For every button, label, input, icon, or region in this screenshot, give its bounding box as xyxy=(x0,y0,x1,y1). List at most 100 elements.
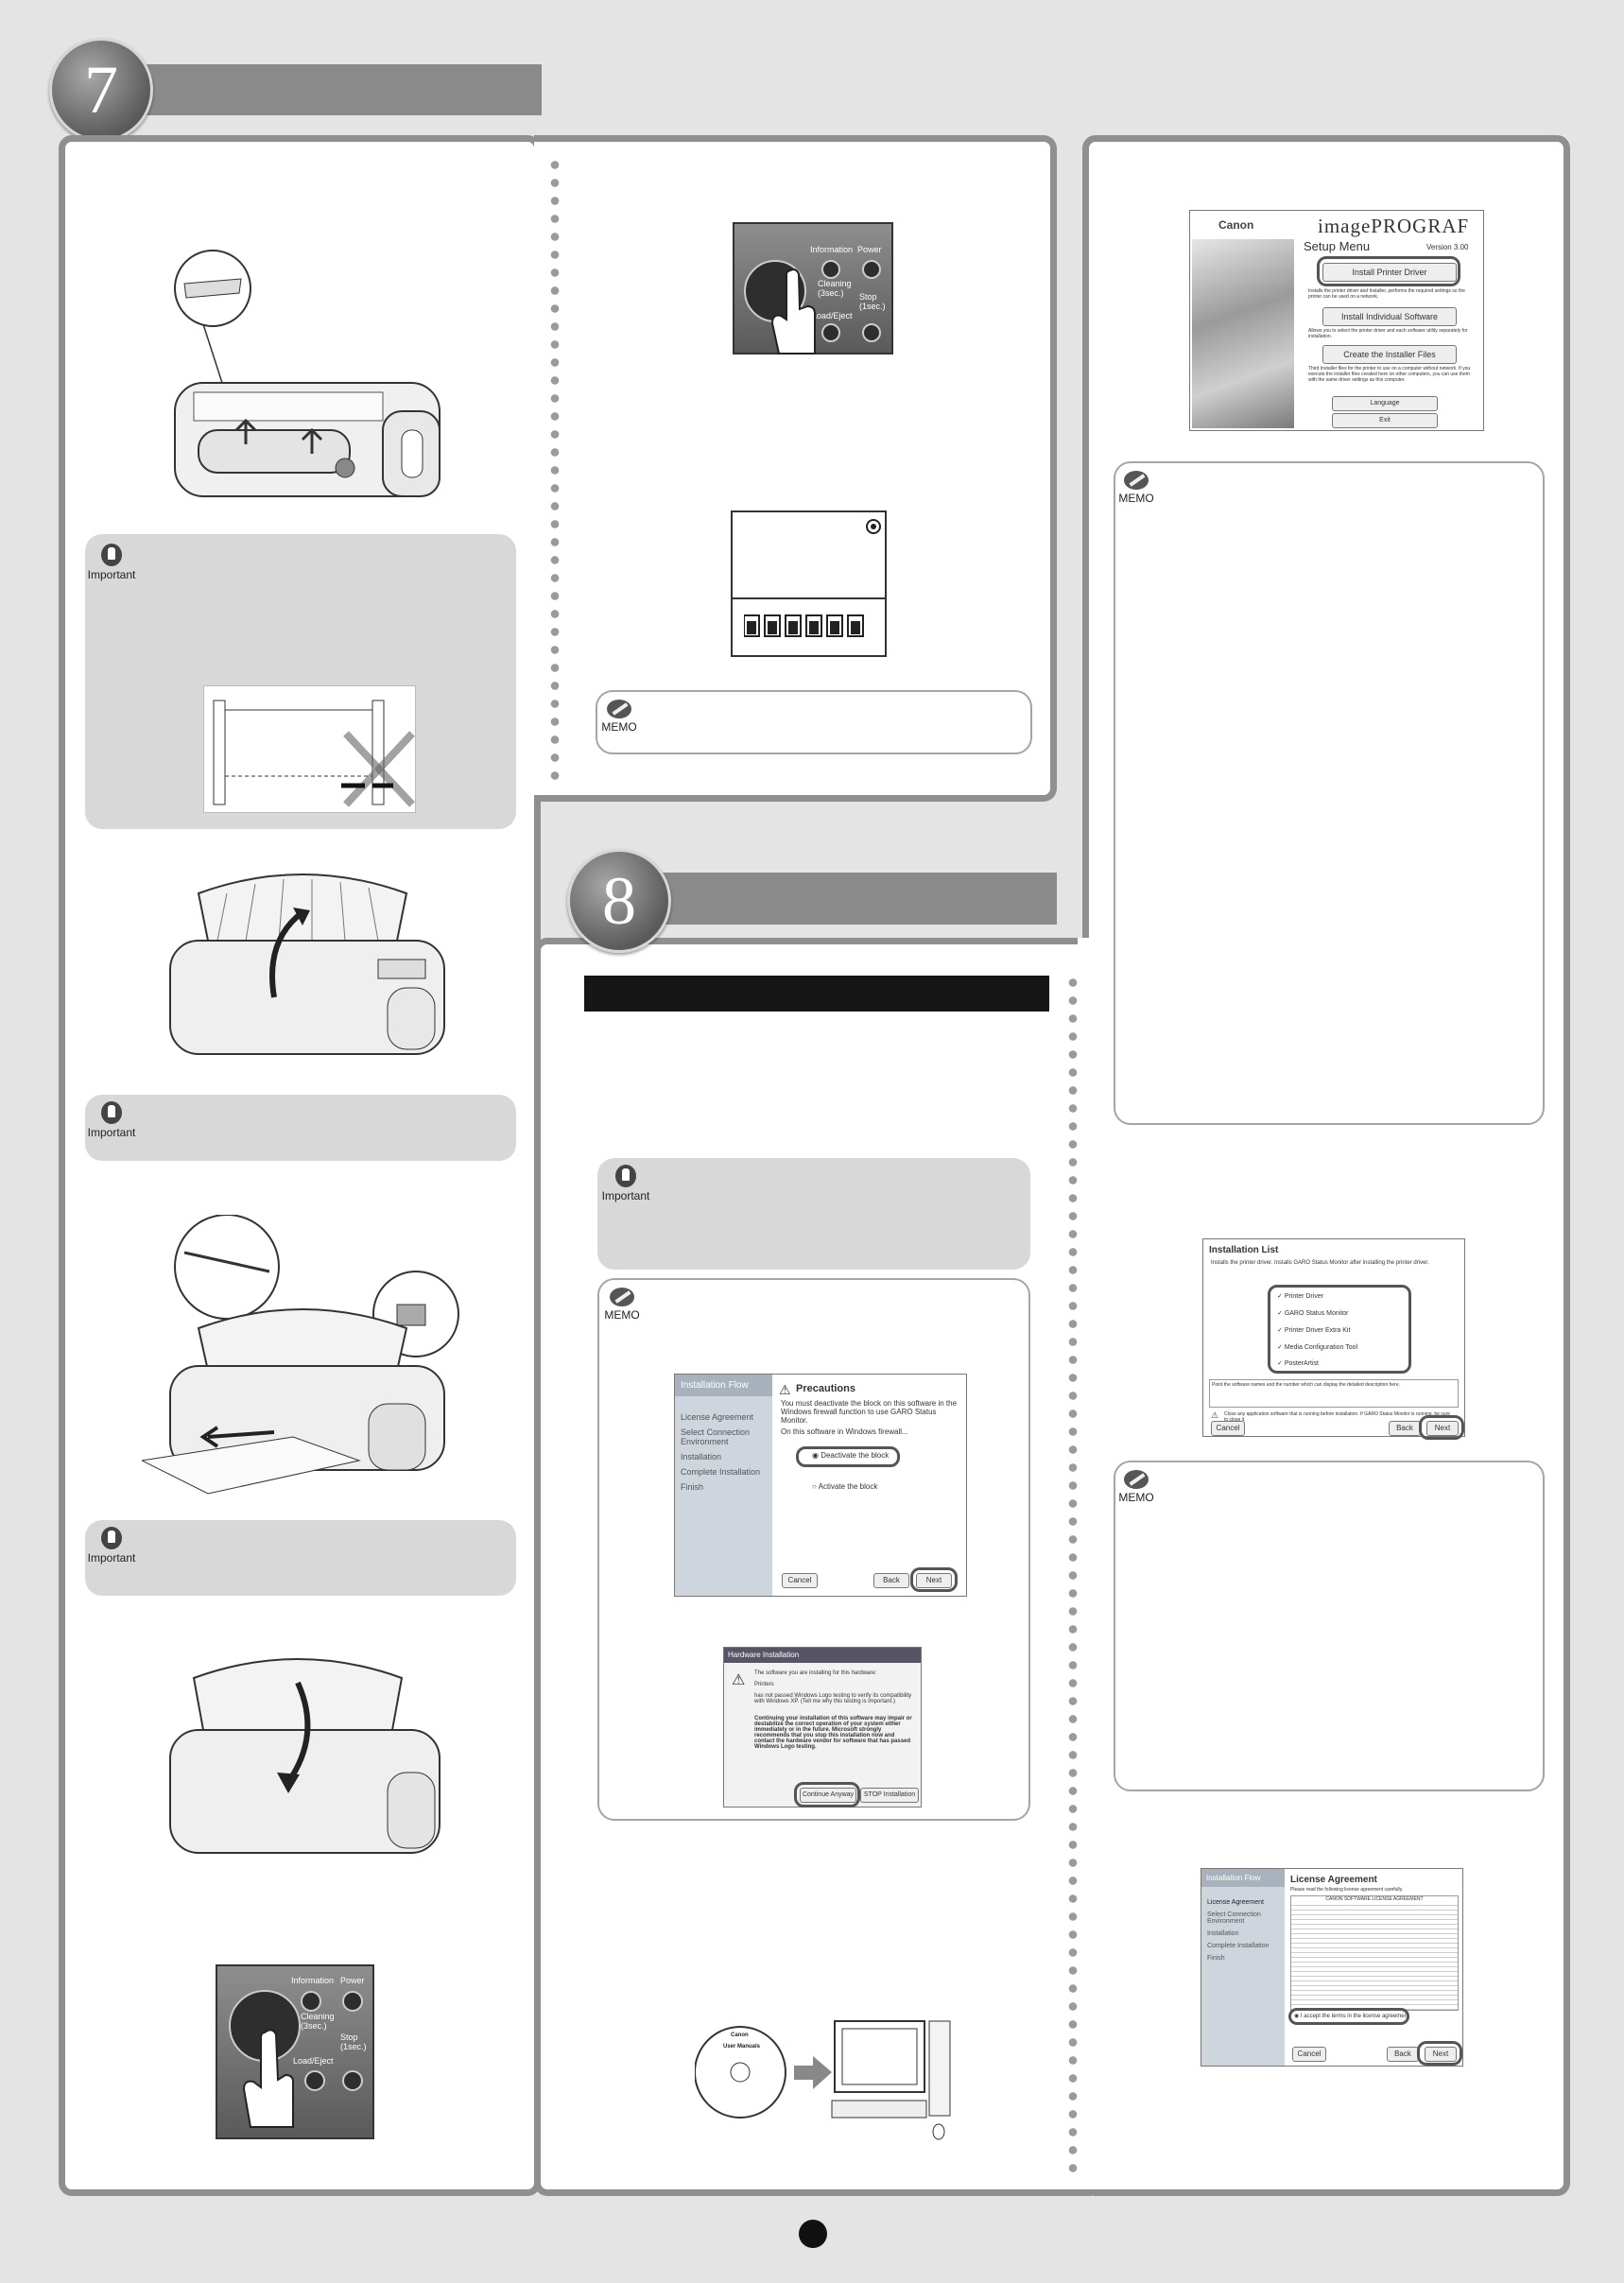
step-7-number: 7 xyxy=(49,38,153,142)
installation-item-2[interactable]: ✓ GARO Status Monitor xyxy=(1277,1310,1349,1317)
important-icon xyxy=(101,1527,122,1549)
hardware-warning: Continuing your installation of this sof… xyxy=(754,1716,912,1750)
license-agreement-screenshot: Installation Flow License Agreement Sele… xyxy=(1201,1868,1463,2067)
hand-pointer-icon xyxy=(242,2029,294,2128)
setup-menu-version: Version 3.00 xyxy=(1426,243,1469,251)
setup-menu-screenshot: Canon imagePROGRAF Setup Menu Version 3.… xyxy=(1189,210,1484,431)
next-button[interactable]: Next xyxy=(1426,1421,1459,1436)
cancel-button[interactable]: Cancel xyxy=(782,1573,818,1588)
continue-anyway-button[interactable]: Continue Anyway xyxy=(800,1788,856,1803)
printer-open-cover-illustration xyxy=(151,856,454,1064)
load-eject-label: Load/Eject xyxy=(293,2056,334,2066)
flow-step-3: Installation xyxy=(681,1452,722,1461)
warning-icon: ⚠ xyxy=(1211,1410,1219,1420)
important-badge: Important xyxy=(83,1101,140,1139)
install-individual-software-button[interactable]: Install Individual Software xyxy=(1322,307,1457,326)
printer-close-cover-illustration xyxy=(156,1640,449,1862)
printer-display-screen xyxy=(731,510,887,657)
install-printer-driver-desc: Installs the printer driver and Installe… xyxy=(1308,288,1465,300)
important-icon xyxy=(101,1101,122,1124)
installation-item-4[interactable]: ✓ Media Configuration Tool xyxy=(1277,1344,1358,1351)
display-divider xyxy=(733,597,885,599)
cd-to-computer-illustration: Canon User Manuals xyxy=(694,2014,959,2141)
stop-label: Stop (1sec.) xyxy=(340,2032,367,2051)
cleaning-button-icon xyxy=(821,260,840,279)
cancel-button[interactable]: Cancel xyxy=(1292,2047,1326,2062)
installation-item-3[interactable]: ✓ Printer Driver Extra Kit xyxy=(1277,1327,1351,1334)
important-badge: Important xyxy=(83,544,140,581)
cleaning-button-icon xyxy=(301,1991,321,2012)
cd-label: User Manuals xyxy=(723,2044,761,2050)
important-badge: Important xyxy=(597,1165,654,1202)
memo-badge: MEMO xyxy=(1108,1470,1165,1504)
back-button[interactable]: Back xyxy=(873,1573,909,1588)
paper-feed-illustration xyxy=(140,1214,463,1498)
installation-note-box: Point the software names and the number … xyxy=(1209,1379,1459,1408)
stop-button-icon xyxy=(862,323,881,342)
flow-step-2: Select Connection Environment xyxy=(681,1427,751,1446)
important-box-step8 xyxy=(597,1158,1030,1270)
control-panel-photo-top: Information Power Cleaning (3sec.) Load/… xyxy=(733,222,893,355)
step-8-title-bar xyxy=(631,873,1057,925)
language-button[interactable]: Language xyxy=(1332,396,1438,411)
stop-label: Stop (1sec.) xyxy=(859,292,886,311)
license-title: License Agreement xyxy=(1290,1875,1377,1885)
precautions-dialog: Installation Flow License Agreement Sele… xyxy=(674,1374,967,1597)
stop-installation-button[interactable]: STOP Installation xyxy=(860,1788,919,1803)
ink-level-indicators xyxy=(743,612,876,645)
flow-step-1: License Agreement xyxy=(681,1412,754,1422)
cleaning-label: Cleaning (3sec.) xyxy=(301,2012,335,2031)
load-eject-button-icon xyxy=(821,323,840,342)
next-button[interactable]: Next xyxy=(916,1573,952,1588)
flow-step-5: Finish xyxy=(681,1482,704,1492)
next-button[interactable]: Next xyxy=(1425,2047,1457,2062)
option-highlight xyxy=(796,1446,900,1467)
memo-box-right-top xyxy=(1114,461,1545,1125)
next-highlight xyxy=(1417,2041,1462,2066)
memo-box-step7 xyxy=(596,690,1032,754)
install-printer-driver-button[interactable]: Install Printer Driver xyxy=(1322,263,1457,282)
canon-logo: Canon xyxy=(1218,218,1254,232)
ink-icon xyxy=(866,519,881,534)
exit-button[interactable]: Exit xyxy=(1332,413,1438,428)
warning-icon: ⚠ xyxy=(779,1382,791,1397)
continue-highlight xyxy=(794,1782,860,1807)
stop-button-icon xyxy=(342,2070,363,2091)
accept-highlight xyxy=(1288,2008,1409,2025)
deactivate-radio[interactable]: ◉ Deactivate the block xyxy=(812,1451,890,1460)
hardware-line2: Printers xyxy=(754,1682,774,1687)
setup-menu-title: Setup Menu xyxy=(1304,239,1371,253)
license-subtitle: Please read the following license agreem… xyxy=(1290,1887,1404,1893)
cancel-button[interactable]: Cancel xyxy=(1211,1421,1245,1436)
load-eject-button-icon xyxy=(304,2070,325,2091)
create-installer-files-button[interactable]: Create the Installer Files xyxy=(1322,345,1457,364)
memo-badge: MEMO xyxy=(591,700,648,734)
cd-brand: Canon xyxy=(731,2032,749,2038)
memo-badge: MEMO xyxy=(594,1288,650,1322)
hand-pointer-icon xyxy=(770,268,816,355)
power-label: Power xyxy=(857,245,882,254)
activate-radio[interactable]: ○ Activate the block xyxy=(812,1482,878,1491)
memo-pen-icon xyxy=(1124,471,1149,490)
step-8-number: 8 xyxy=(567,849,671,953)
next-highlight xyxy=(1419,1415,1464,1440)
memo-pen-icon xyxy=(607,700,631,718)
load-eject-label: Load/Eject xyxy=(812,311,853,320)
control-panel-photo-bottom: Information Power Cleaning (3sec.) Load/… xyxy=(216,1964,374,2139)
memo-pen-icon xyxy=(1124,1470,1149,1489)
step-8-divider xyxy=(1068,974,1078,2174)
installation-item-5[interactable]: ✓ PosterArtist xyxy=(1277,1360,1319,1367)
printer-roll-illustration xyxy=(156,241,449,515)
flow-title: Installation Flow xyxy=(1201,1869,1285,1887)
flow-step-1: License Agreement xyxy=(1207,1899,1264,1906)
memo-pen-icon xyxy=(610,1288,634,1306)
license-body-title: CANON SOFTWARE LICENSE AGREEMENT xyxy=(1291,1896,1458,1902)
next-highlight xyxy=(910,1567,958,1592)
back-button[interactable]: Back xyxy=(1389,1421,1421,1436)
product-name: imagePROGRAF xyxy=(1318,215,1470,237)
step-7-divider xyxy=(550,156,560,780)
installation-item-1[interactable]: ✓ Printer Driver xyxy=(1277,1293,1324,1300)
license-text-box: CANON SOFTWARE LICENSE AGREEMENT xyxy=(1290,1895,1459,2011)
hardware-installation-dialog: Hardware Installation ⚠ The software you… xyxy=(723,1647,922,1807)
back-button[interactable]: Back xyxy=(1387,2047,1419,2062)
